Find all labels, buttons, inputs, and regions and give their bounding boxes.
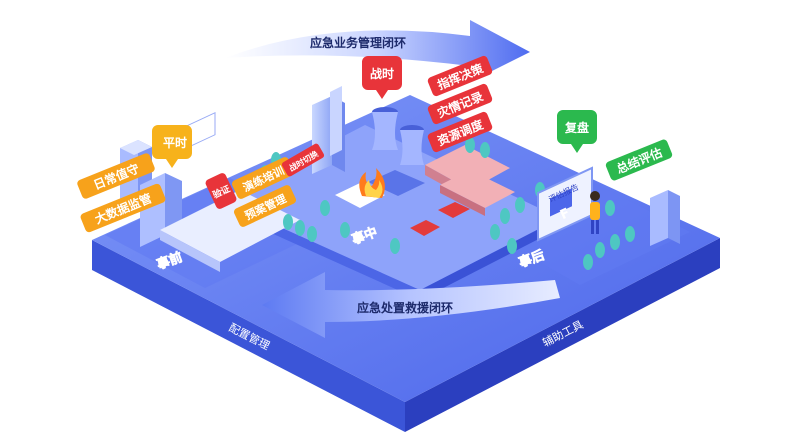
platform-left-face <box>92 240 405 432</box>
tag-backgrounds <box>77 55 673 233</box>
pin-wartime <box>362 56 402 99</box>
bottom-arrow-label: 应急处置救援闭环 <box>357 300 453 315</box>
tag-bg-verify <box>205 173 237 209</box>
pin-label-peacetime: 平时 <box>163 135 187 150</box>
pin-label-review: 复盘 <box>564 120 589 135</box>
pin-label-wartime: 战时 <box>370 66 394 81</box>
tag-bg-daily-duty <box>77 153 155 199</box>
fire-trucks <box>410 202 470 236</box>
pin-peacetime <box>152 125 192 168</box>
tag-bg-record <box>427 83 493 125</box>
tag-bg-summary <box>605 139 673 181</box>
top-arrow-label: 应急业务管理闭环 <box>310 35 406 50</box>
tag-bg-plan <box>233 185 297 227</box>
top-loop-arrow <box>225 20 530 82</box>
factory-buildings <box>425 145 515 216</box>
cooling-towers <box>372 107 424 165</box>
tag-bg-drill <box>231 157 295 199</box>
center-towers <box>312 86 345 174</box>
tag-bg-command <box>427 55 493 97</box>
pin-review <box>557 110 597 153</box>
tag-bg-dispatch <box>427 111 493 153</box>
bottom-loop-arrow <box>262 272 560 338</box>
presenter-person <box>590 191 600 234</box>
fire-hazard <box>335 168 385 208</box>
platform-right-face <box>405 238 720 432</box>
right-tower <box>650 190 680 246</box>
tag-bg-wartime-switch <box>281 143 325 177</box>
center-island-side-right <box>420 218 560 300</box>
tag-bg-big-data <box>80 183 166 233</box>
after-zone <box>480 178 690 285</box>
